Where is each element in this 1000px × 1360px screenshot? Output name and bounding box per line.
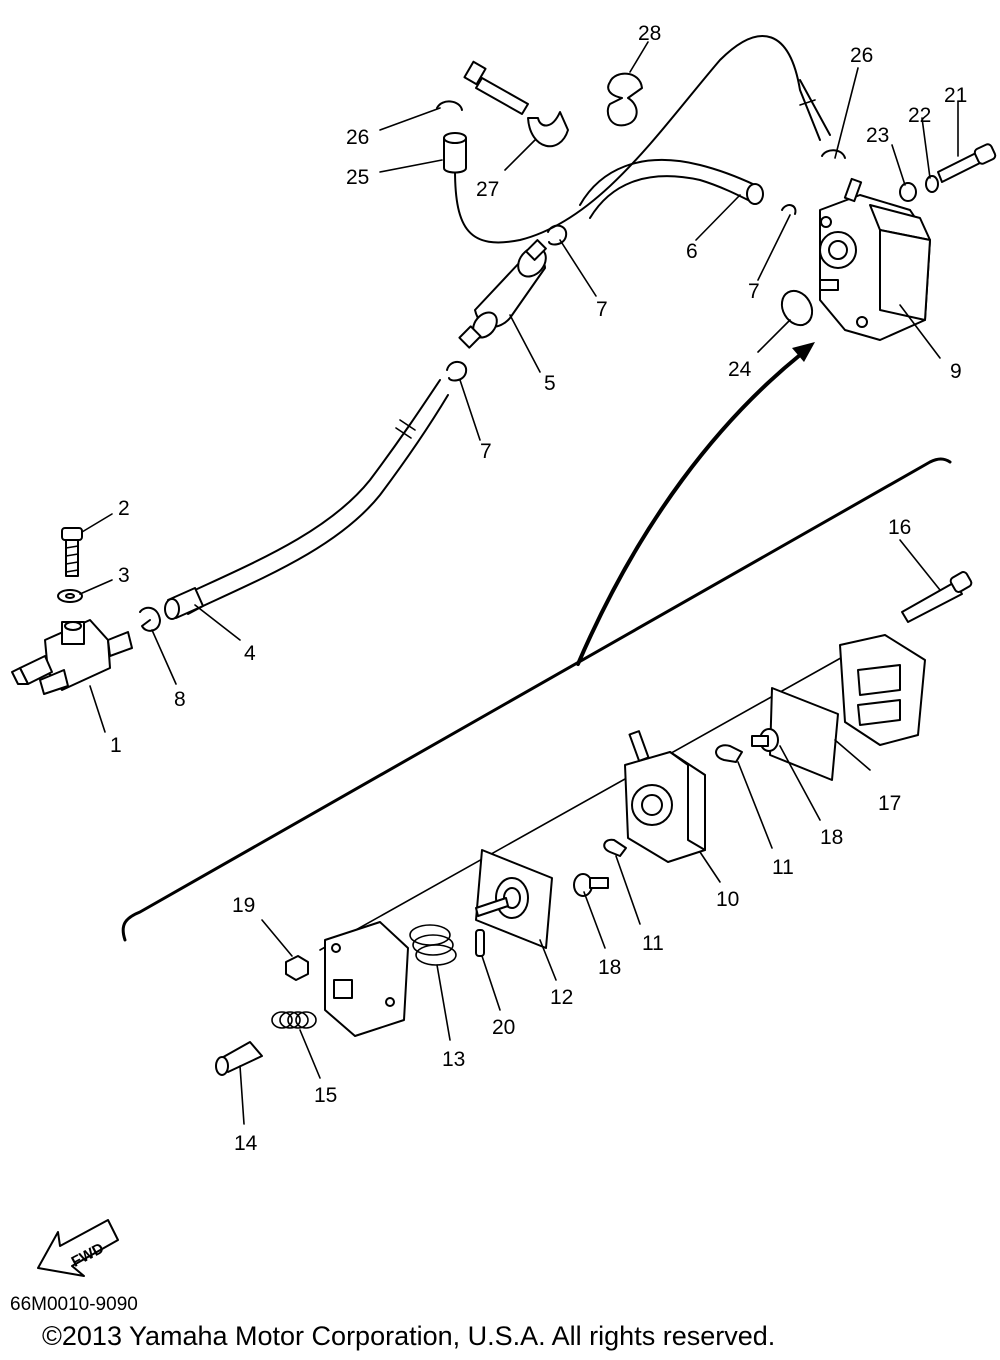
callout-21: 21 (944, 84, 967, 107)
callout-9: 9 (950, 360, 962, 383)
callout-19: 19 (232, 894, 255, 917)
fuel-joint (11, 619, 133, 695)
clip-7-b (547, 224, 568, 246)
callout-22: 22 (908, 104, 931, 127)
callout-7-c: 7 (748, 280, 760, 303)
pump-body-10 (624, 730, 706, 863)
screw-18-b (573, 873, 609, 897)
exploded-centerline (319, 649, 856, 951)
callout-11-b: 11 (642, 932, 664, 955)
bolt-clamp-27 (463, 60, 569, 148)
callout-27: 27 (476, 178, 499, 201)
gasket-17 (769, 687, 839, 781)
copyright-notice: ©2013 Yamaha Motor Corporation, U.S.A. A… (42, 1321, 775, 1351)
callout-20: 20 (492, 1016, 515, 1039)
diaphragm-12 (475, 849, 553, 949)
callout-7-b: 7 (480, 440, 492, 463)
callout-12: 12 (550, 986, 573, 1009)
callout-3: 3 (118, 564, 130, 587)
fuel-hose-return (454, 35, 831, 244)
callout-23: 23 (866, 124, 889, 147)
fuel-filter (458, 239, 547, 349)
callout-10: 10 (716, 888, 739, 911)
clip-26-b (821, 149, 846, 159)
callout-11-a: 11 (772, 856, 794, 879)
valve-11-a (715, 744, 743, 763)
clip-8 (139, 606, 161, 632)
spring-13 (409, 924, 457, 966)
callout-25: 25 (346, 166, 369, 189)
callout-28: 28 (638, 22, 661, 45)
clip-26-a (436, 100, 463, 111)
leader-lines (79, 41, 959, 1125)
screw-18-a (751, 728, 779, 752)
fuel-pump-assy (819, 177, 931, 341)
callout-26-b: 26 (850, 44, 873, 67)
callout-17: 17 (878, 792, 901, 815)
expansion-arrow (576, 353, 802, 666)
clip-7-c (781, 204, 797, 215)
callout-5: 5 (544, 372, 556, 395)
bolt-2 (61, 527, 83, 577)
callout-1: 1 (110, 734, 122, 757)
callout-16: 16 (888, 516, 911, 539)
callout-2: 2 (118, 497, 130, 520)
clip-7-a (446, 361, 468, 382)
callout-7-a: 7 (596, 298, 608, 321)
clamp-28 (606, 72, 643, 127)
expansion-arrow-head (792, 342, 815, 362)
fwd-arrow-icon: FWD (37, 1219, 119, 1277)
callout-8: 8 (174, 688, 186, 711)
callout-14: 14 (234, 1132, 258, 1155)
callout-labels: 1 2 3 4 5 6 7 7 7 8 9 10 11 11 12 13 14 … (110, 22, 967, 1155)
callout-13: 13 (442, 1048, 465, 1071)
washer-22 (925, 175, 939, 193)
screw-16 (901, 571, 973, 623)
plunger-14 (215, 1041, 263, 1076)
callout-26-a: 26 (346, 126, 369, 149)
washer-23 (899, 182, 917, 202)
o-ring-24 (780, 289, 814, 327)
callout-24: 24 (728, 358, 752, 381)
nut-19 (285, 955, 309, 981)
callout-4: 4 (244, 642, 256, 665)
fuel-hose-6 (579, 158, 764, 219)
pin-20 (475, 929, 485, 957)
divider-line (121, 457, 952, 942)
pump-base-plate (324, 921, 409, 1037)
fuel-hose-4 (164, 587, 204, 620)
valve-11-b (603, 838, 627, 857)
callout-18-a: 18 (820, 826, 843, 849)
screw-21 (937, 143, 997, 183)
callout-6: 6 (686, 240, 698, 263)
fuel-hose-main (179, 379, 449, 615)
diagram-code: 66M0010-9090 (10, 1294, 138, 1315)
callout-15: 15 (314, 1084, 337, 1107)
washer-3-hole (65, 593, 75, 599)
pump-cover (839, 634, 926, 746)
spring-15 (271, 1011, 317, 1029)
hose-25 (443, 132, 467, 174)
callout-18-b: 18 (598, 956, 621, 979)
